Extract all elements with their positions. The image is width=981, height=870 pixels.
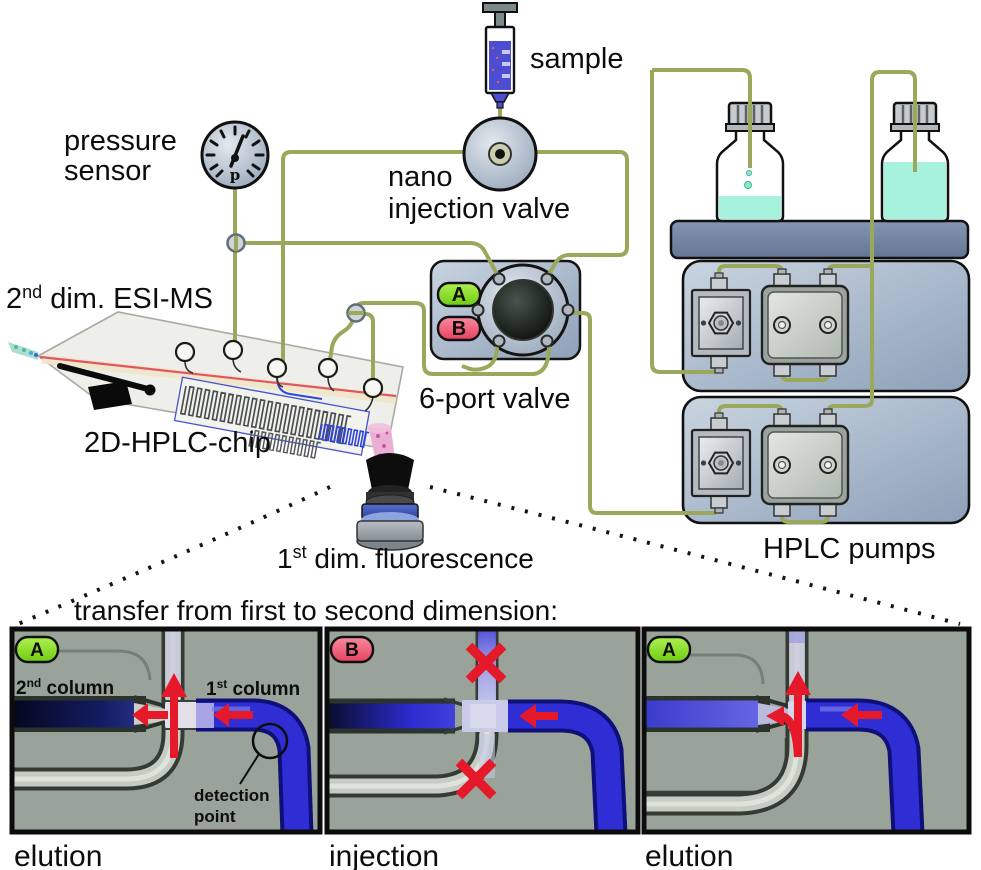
chip-ports <box>174 339 384 399</box>
second-column-rest: column <box>41 678 114 699</box>
sample-label: sample <box>530 43 624 75</box>
blocked-x-marks <box>455 642 507 800</box>
panel-1-border <box>9 626 323 835</box>
pump-head-large-1 <box>760 267 850 378</box>
flow-arrows-panel-3 <box>766 671 882 758</box>
flow-arrows-panel-1 <box>132 673 253 758</box>
micrograph-panel-3: A <box>642 627 971 834</box>
pressure-sensor-label-2: sensor <box>64 155 151 187</box>
fluorescence-label: 1st dim. fluorescence <box>277 542 534 574</box>
transfer-title: transfer from first to second dimension: <box>74 595 558 626</box>
solvent-bottle-2 <box>880 101 950 223</box>
chip-label: 2D-HPLC-chip <box>84 427 271 459</box>
valve-a-label: A <box>452 284 466 306</box>
solvent-bottle-1 <box>715 101 785 223</box>
hplc-pumps-label: HPLC pumps <box>763 533 935 565</box>
tubing-junctions <box>226 233 366 323</box>
panel-3-badge-label: A <box>662 640 676 661</box>
panel-3-border <box>641 626 972 835</box>
valve-position-a-button <box>436 281 482 308</box>
panel-2-border <box>324 626 641 835</box>
panel-2-badge-label: B <box>345 640 359 661</box>
chip-serpentine-blue <box>318 423 370 448</box>
second-column-sup: nd <box>27 676 42 690</box>
sample-syringe-icon <box>482 2 518 109</box>
micrograph-panel-1: A 2nd column 1st column detection point <box>10 627 322 834</box>
esi-ms-sup: nd <box>22 282 42 302</box>
valve-ports <box>471 272 575 348</box>
esi-ms-rest: dim. ESI-MS <box>42 283 213 315</box>
six-port-valve-graphic: A B <box>429 259 582 361</box>
first-column-rest: column <box>227 679 300 700</box>
fluor-sup: st <box>293 542 307 562</box>
esi-ms-base: 2 <box>6 283 22 315</box>
first-column-sup: st <box>217 677 228 691</box>
panel-1-badge-label: A <box>30 640 44 661</box>
solvent-tray <box>669 219 970 260</box>
valve-b-label: B <box>452 318 466 340</box>
six-port-valve-label: 6-port valve <box>419 383 571 415</box>
pressure-sensor-label-1: pressure <box>64 125 177 157</box>
hplc-chip-graphic <box>8 311 404 459</box>
micrograph-panel-2: B <box>325 627 640 834</box>
panel-2-badge <box>329 635 375 664</box>
fluor-base: 1 <box>277 543 293 574</box>
pressure-gauge-icon: p <box>200 120 270 190</box>
panel-1-caption: elution <box>14 840 102 870</box>
nano-injection-valve-icon <box>462 116 538 192</box>
detection-point-label-2: point <box>194 807 236 826</box>
second-column-base: 2 <box>16 678 27 699</box>
fluorescence-detector-icon <box>356 423 424 551</box>
first-column-label: 1st column <box>206 677 300 700</box>
flow-arrows-panel-2 <box>519 704 558 728</box>
valve-position-b-button <box>436 315 482 342</box>
second-column-label: 2nd column <box>16 676 114 699</box>
detection-point-circle <box>251 722 289 760</box>
fluor-rest: dim. fluorescence <box>307 543 534 574</box>
chip-serpentine-2 <box>248 429 321 459</box>
capillary-tubing <box>232 68 917 524</box>
panel-1-badge <box>14 635 60 664</box>
nano-valve-label-1: nano <box>388 161 453 193</box>
esi-ms-label: 2nd dim. ESI-MS <box>6 282 213 315</box>
first-column-base: 1 <box>206 679 217 700</box>
detection-point-label-1: detection <box>194 786 270 805</box>
panel-3-badge <box>646 635 692 664</box>
callout-dash-left <box>17 485 331 626</box>
panel-2-caption: injection <box>329 840 439 870</box>
panel-3-caption: elution <box>645 840 733 870</box>
gauge-p-label: p <box>230 166 241 184</box>
nano-valve-label-2: injection valve <box>388 193 570 225</box>
pump-head-large-2 <box>760 407 850 518</box>
